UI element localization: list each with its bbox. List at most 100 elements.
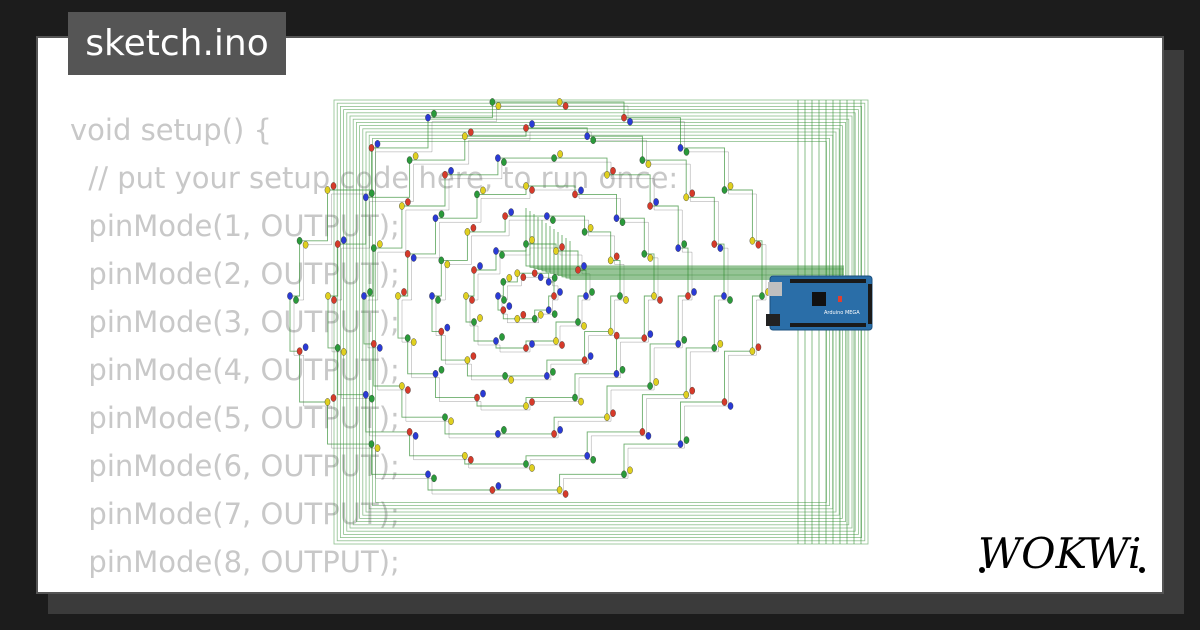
led xyxy=(575,318,581,326)
led xyxy=(448,166,454,175)
led xyxy=(572,190,578,199)
led xyxy=(469,296,475,304)
led xyxy=(429,292,435,300)
led xyxy=(506,274,513,282)
led xyxy=(607,256,614,265)
header-bottom xyxy=(790,323,866,327)
led xyxy=(749,236,756,245)
led xyxy=(675,244,682,252)
led xyxy=(464,228,471,236)
led xyxy=(477,314,483,322)
wire xyxy=(289,101,763,491)
led xyxy=(508,376,514,384)
led xyxy=(410,254,417,262)
led xyxy=(362,193,369,202)
led xyxy=(553,247,559,255)
led xyxy=(657,296,663,304)
wire xyxy=(533,214,844,269)
led xyxy=(627,466,633,475)
led xyxy=(431,474,437,483)
code-line: pinMode(1, OUTPUT); xyxy=(70,209,400,243)
led xyxy=(474,190,480,199)
led xyxy=(376,344,383,352)
led xyxy=(721,186,728,194)
led xyxy=(529,186,535,194)
code-line: pinMode(8, OUTPUT); xyxy=(70,545,400,579)
led xyxy=(334,240,341,248)
led xyxy=(529,340,535,348)
led xyxy=(302,343,309,352)
led xyxy=(647,382,653,390)
led xyxy=(681,240,688,248)
led xyxy=(529,236,535,244)
code-line: pinMode(2, OUTPUT); xyxy=(70,257,400,291)
led xyxy=(551,274,558,282)
led xyxy=(711,344,718,352)
led xyxy=(557,150,563,158)
led xyxy=(438,256,445,265)
led xyxy=(647,254,654,262)
led xyxy=(399,202,405,210)
led xyxy=(410,338,417,346)
code-line: pinMode(4, OUTPUT); xyxy=(70,353,400,387)
led xyxy=(367,288,373,296)
led xyxy=(645,160,652,168)
wire xyxy=(368,134,834,510)
wire xyxy=(327,127,725,465)
led xyxy=(464,356,471,364)
led xyxy=(551,154,557,162)
led xyxy=(584,132,591,140)
led xyxy=(681,336,688,344)
led xyxy=(463,292,469,300)
led xyxy=(641,334,648,342)
led xyxy=(727,402,734,410)
led xyxy=(551,292,557,300)
led xyxy=(431,109,437,118)
led xyxy=(581,262,587,270)
led xyxy=(685,292,691,300)
led xyxy=(683,390,690,399)
led xyxy=(368,440,375,448)
code-line: pinMode(6, OUTPUT); xyxy=(70,449,400,483)
led xyxy=(689,189,696,198)
led xyxy=(493,337,499,345)
led xyxy=(495,102,502,110)
led xyxy=(493,247,499,255)
led xyxy=(489,486,496,494)
led xyxy=(435,296,441,304)
led xyxy=(755,240,762,249)
led xyxy=(302,240,309,249)
led xyxy=(470,352,477,360)
power-jack xyxy=(766,314,780,326)
led xyxy=(575,266,581,274)
led xyxy=(404,334,411,342)
led xyxy=(587,352,594,360)
led xyxy=(553,337,559,345)
led xyxy=(477,262,483,270)
wire xyxy=(565,238,844,279)
led xyxy=(683,193,690,202)
wire xyxy=(497,272,555,320)
wire xyxy=(529,211,844,268)
led xyxy=(370,244,377,252)
circuit-diagram: Arduino MEGA xyxy=(287,98,873,545)
led xyxy=(514,269,521,277)
led xyxy=(340,348,347,356)
led xyxy=(401,288,407,296)
led xyxy=(581,228,588,236)
led xyxy=(550,368,556,376)
led xyxy=(607,327,614,336)
arduino-mega-board-icon: Arduino MEGA xyxy=(766,275,873,331)
led xyxy=(501,158,507,166)
led xyxy=(583,292,589,300)
led xyxy=(405,198,411,206)
led xyxy=(523,402,529,410)
led xyxy=(399,382,405,390)
logo-dot xyxy=(979,567,985,573)
led xyxy=(755,343,762,352)
wire xyxy=(375,141,827,503)
led xyxy=(296,236,303,245)
led xyxy=(506,302,513,310)
led xyxy=(559,243,565,251)
led xyxy=(520,310,527,319)
